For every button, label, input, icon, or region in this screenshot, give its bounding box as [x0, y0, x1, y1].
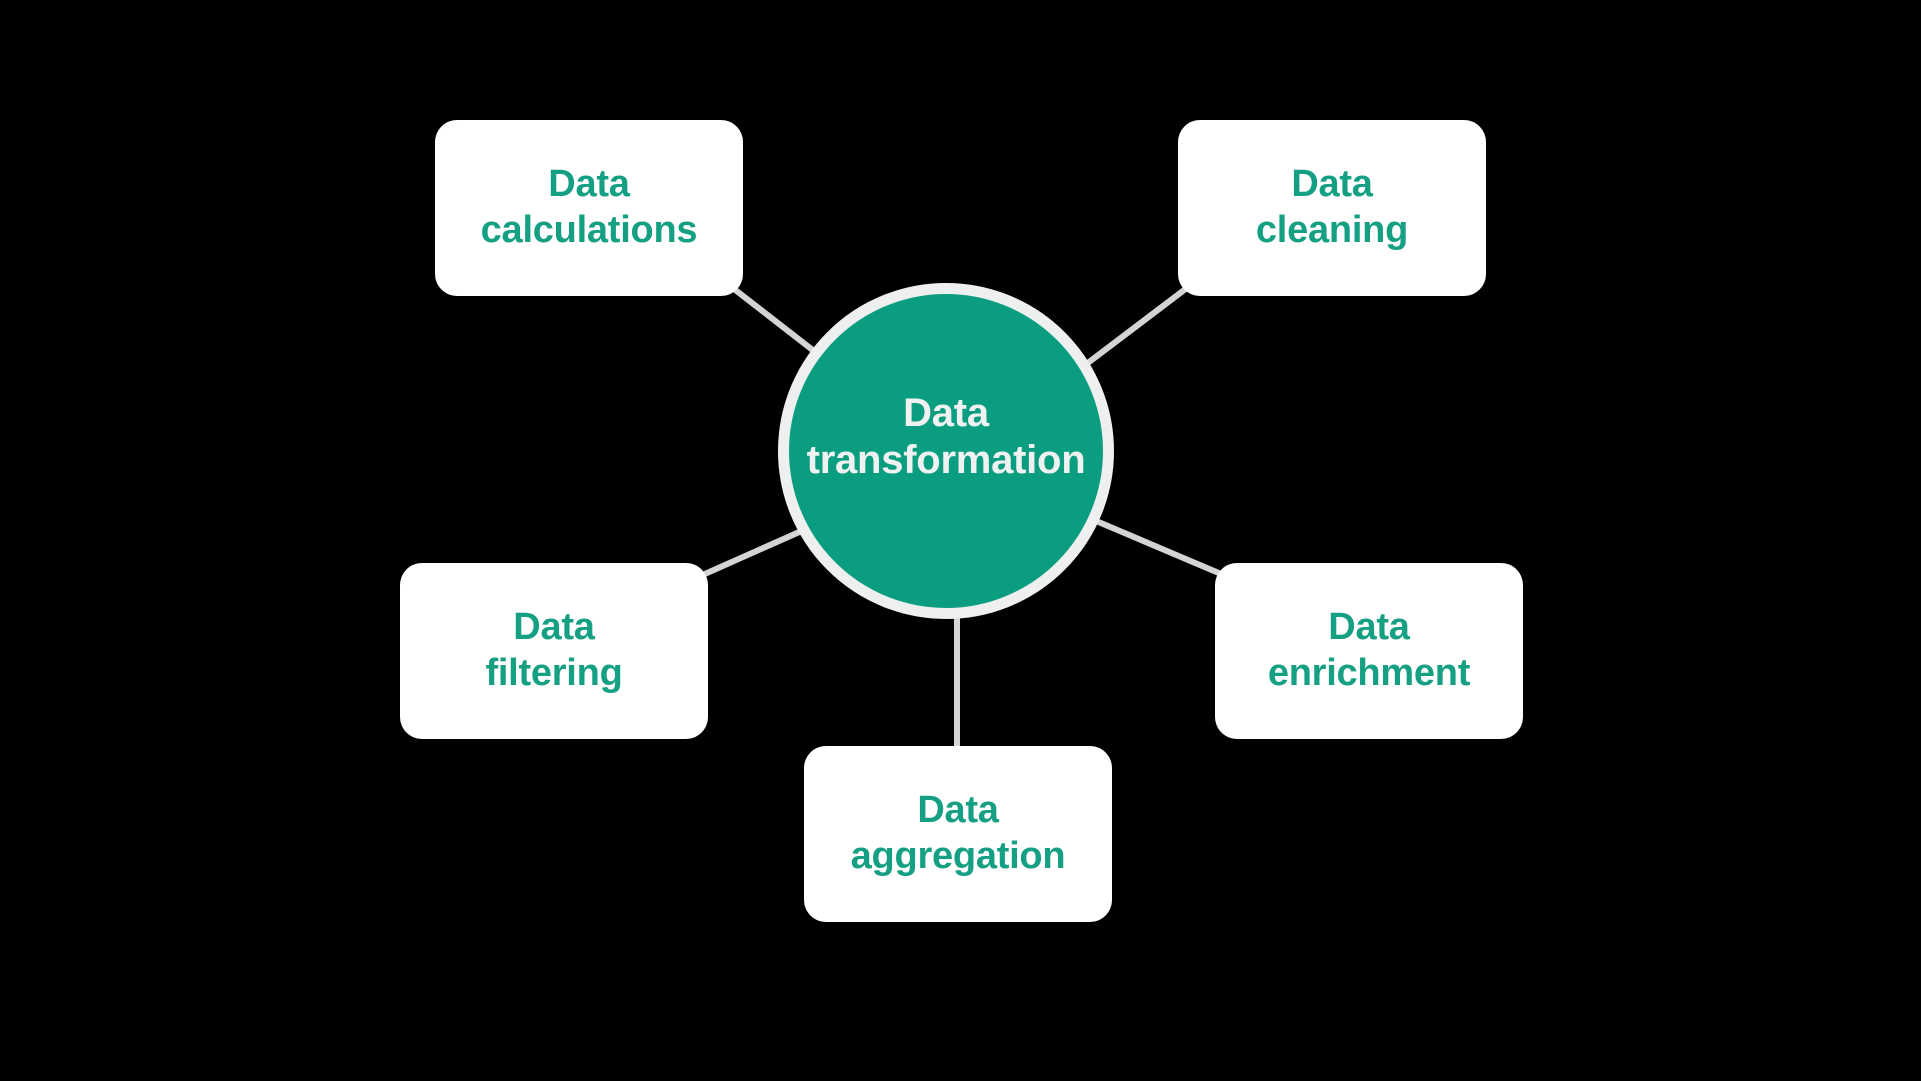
diagram-node-data-aggregation: Data aggregation [804, 746, 1112, 922]
node-label-data-enrichment: Data enrichment [1267, 606, 1471, 694]
diagram-node-data-cleaning: Data cleaning [1178, 120, 1486, 296]
center-node-label: Data transformation [806, 390, 1086, 482]
node-label-data-filtering: Data filtering [485, 606, 623, 694]
node-label-data-aggregation: Data aggregation [850, 789, 1066, 877]
diagram-node-data-filtering: Data filtering [400, 563, 708, 739]
diagram-node-data-calculations: Data calculations [435, 120, 743, 296]
node-label-data-cleaning: Data cleaning [1255, 163, 1409, 251]
node-label-data-calculations: Data calculations [480, 163, 698, 251]
diagram-center-node-data-transformation: Data transformation [778, 283, 1114, 619]
diagram-node-data-enrichment: Data enrichment [1215, 563, 1523, 739]
